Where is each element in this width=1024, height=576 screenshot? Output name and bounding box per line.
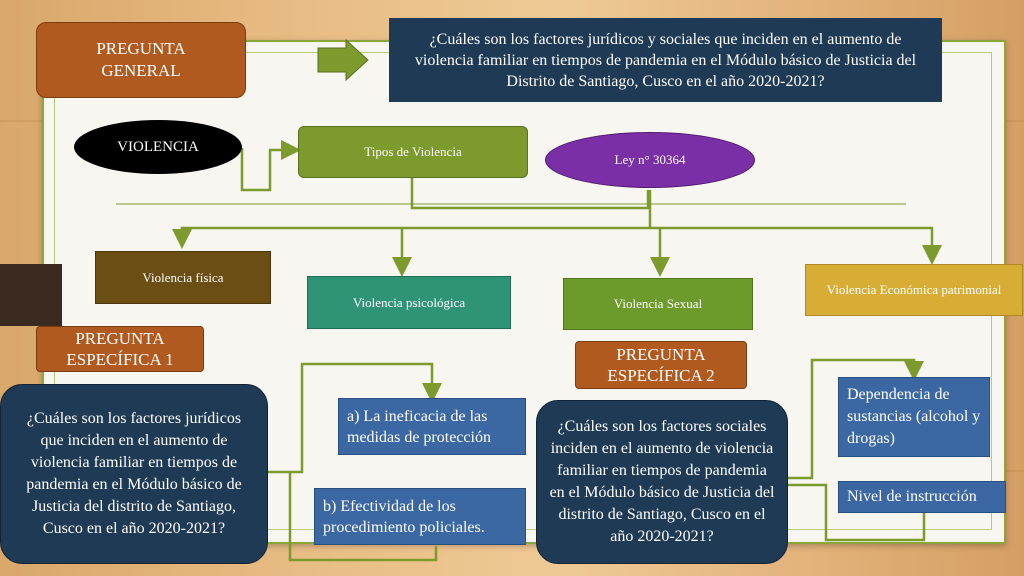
factor-2a: Dependencia de sustancias (alcohol y dro…: [838, 377, 990, 457]
ley-node: Ley n° 30364: [545, 132, 755, 188]
block-arrow-icon: [317, 38, 369, 82]
factor-2b: Nivel de instrucción: [838, 481, 1006, 513]
type-psicologica: Violencia psicológica: [307, 276, 511, 329]
specific-question-1-text: ¿Cuáles son los factores jurídicos que i…: [0, 384, 268, 564]
specific-question-2-label: PREGUNTA ESPECÍFICA 2: [575, 341, 747, 389]
violencia-node: VIOLENCIA: [74, 120, 242, 174]
left-tab-decoration: [0, 264, 62, 326]
factor-1a: a) La ineficacia de las medidas de prote…: [338, 398, 526, 455]
type-economica: Violencia Económica patrimonial: [805, 264, 1023, 316]
tipos-violencia-node: Tipos de Violencia: [298, 126, 528, 178]
type-fisica: Violencia física: [95, 251, 271, 304]
specific-question-1-label: PREGUNTA ESPECÍFICA 1: [36, 326, 204, 372]
specific-question-2-text: ¿Cuáles son los factores sociales incide…: [536, 400, 788, 564]
general-question-text: ¿Cuáles son los factores jurídicos y soc…: [389, 18, 942, 102]
type-sexual: Violencia Sexual: [563, 278, 753, 330]
general-question-label: PREGUNTA GENERAL: [36, 22, 246, 98]
factor-1b: b) Efectividad de los procedimiento poli…: [314, 488, 526, 545]
